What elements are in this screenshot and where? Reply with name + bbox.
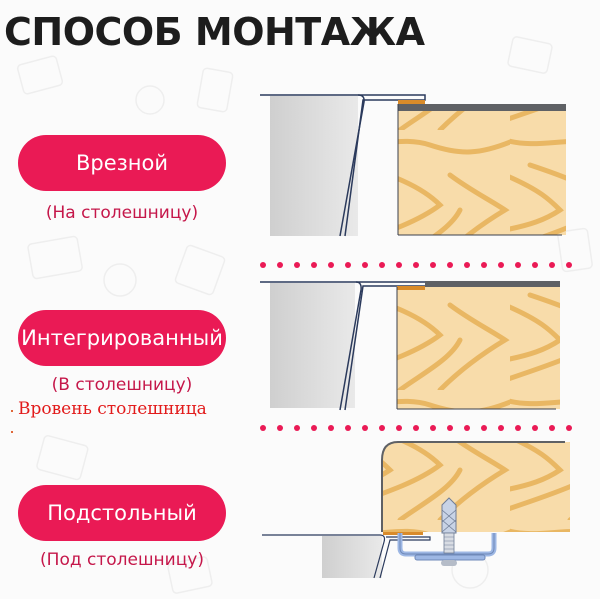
dotted-separator <box>260 425 572 431</box>
method-flush-label: Интегрированный <box>21 326 223 350</box>
marker-dot <box>11 410 13 412</box>
diagram-undermount <box>262 441 570 579</box>
method-undermount-label: Подстольный <box>47 501 197 525</box>
method-overmount-label: Врезной <box>75 151 169 175</box>
method-undermount-sublabel: (Под столешницу) <box>40 550 204 570</box>
dotted-separator <box>260 262 572 268</box>
method-overmount-button[interactable]: Врезной <box>18 135 226 191</box>
method-flush-sublabel: (В столешницу) <box>51 375 193 395</box>
method-overmount-sublabel: (На столешницу) <box>45 203 199 223</box>
method-undermount-button[interactable]: Подстольный <box>18 485 226 541</box>
flush-annotation: Вровень столешница <box>18 399 207 419</box>
diagram-overmount <box>260 94 566 237</box>
diagram-flush <box>260 281 560 411</box>
method-flush-button[interactable]: Интегрированный <box>18 310 226 366</box>
page-title: СПОСОБ МОНТАЖА <box>4 10 425 54</box>
marker-dot <box>11 431 13 433</box>
screw-icon <box>441 497 457 554</box>
